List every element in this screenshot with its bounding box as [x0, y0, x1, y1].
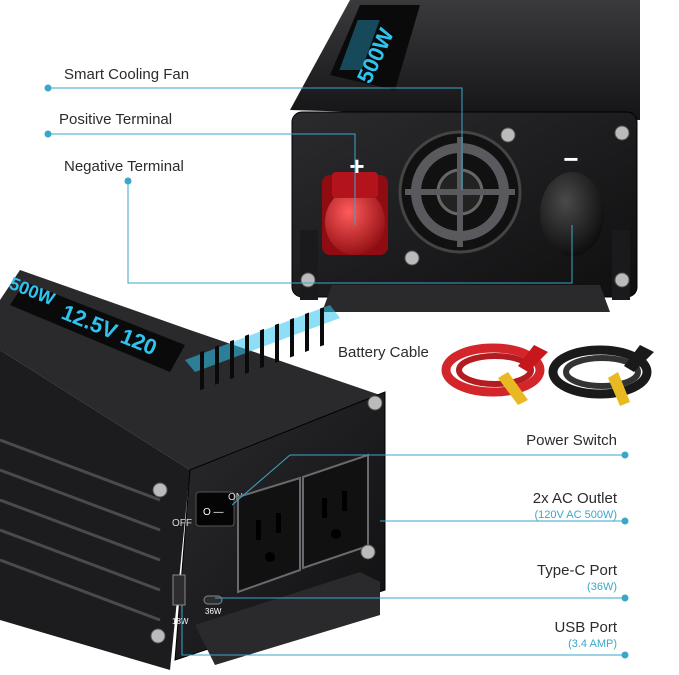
positive-terminal-label: Positive Terminal [59, 111, 173, 128]
ac-outlet-label: 2x AC Outlet [532, 490, 617, 507]
negative-terminal [540, 172, 604, 256]
usb-port-spec: (3.4 AMP) [568, 638, 617, 650]
black-cable [548, 345, 652, 399]
positive-callout-line [48, 133, 356, 225]
usb-callout-line [181, 605, 625, 656]
type-c-label: Type-C Port [536, 562, 617, 579]
red-cable [441, 343, 545, 397]
usb-port [172, 574, 186, 606]
switch-on-label: ON [228, 492, 243, 503]
power-switch-label: Power Switch [526, 432, 617, 449]
switch-callout-line [231, 454, 625, 506]
typec-rating: 36W [205, 607, 222, 616]
usb-port-label: USB Port [554, 619, 617, 636]
top-mounting-foot [322, 285, 610, 312]
top-display-screen [339, 20, 380, 70]
type-c-port [203, 595, 223, 605]
callout-lines [44, 84, 629, 659]
bottom-display-panel [10, 282, 185, 372]
plus-symbol: + [349, 151, 364, 181]
negative-callout-line [127, 181, 573, 284]
switch-off-label: OFF [172, 518, 192, 529]
top-inverter: + − 500W [290, 0, 640, 312]
red-cable-clip [498, 372, 528, 405]
top-display-panel [330, 5, 420, 90]
ac-outlet-spec: (120V AC 500W) [534, 509, 617, 521]
fan-label: Smart Cooling Fan [64, 66, 190, 83]
bottom-side-body [0, 350, 190, 670]
battery-cables [441, 343, 654, 406]
battery-cable-label: Battery Cable [338, 344, 429, 361]
switch-symbols: O — [203, 507, 224, 518]
type-c-spec: (36W) [587, 581, 617, 593]
bottom-mounting-foot [195, 572, 380, 665]
fan-callout-line [48, 87, 463, 190]
minus-symbol: − [563, 144, 578, 174]
bottom-inverter: 12.5V 120 500W EGSCATEE [0, 270, 386, 670]
usb-rating: 18W [172, 617, 189, 626]
ac-outlet-1 [237, 476, 301, 594]
black-cable-clip [608, 372, 630, 406]
negative-terminal-label: Negative Terminal [64, 158, 184, 175]
power-switch [195, 491, 235, 527]
